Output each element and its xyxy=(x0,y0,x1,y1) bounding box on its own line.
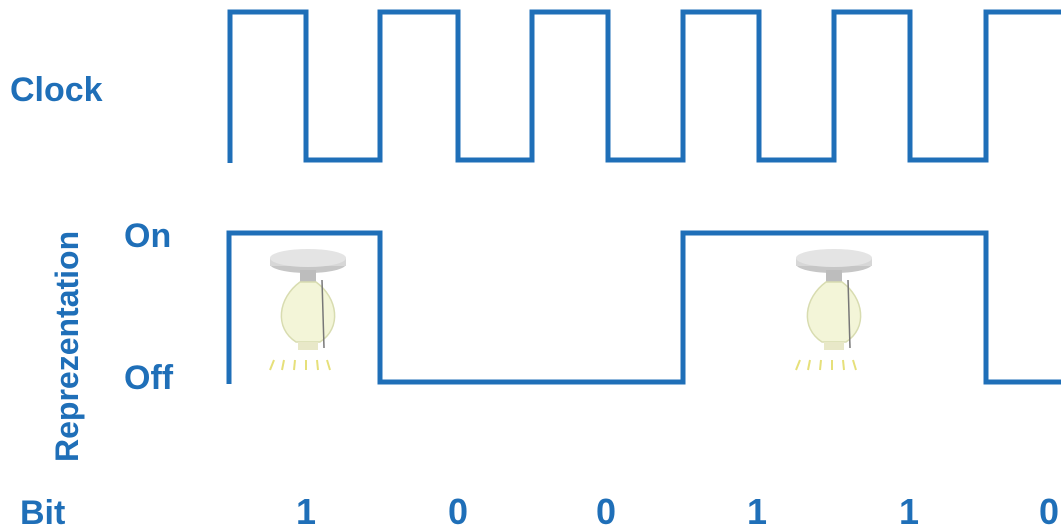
off-label: Off xyxy=(124,359,174,397)
bit-value: 0 xyxy=(448,491,468,531)
bit-value: 1 xyxy=(747,491,767,531)
clock-waveform xyxy=(227,9,1061,163)
on-label: On xyxy=(124,217,171,255)
bit-label: Bit xyxy=(20,494,65,531)
clock-label: Clock xyxy=(10,71,103,109)
light-bulb-icon xyxy=(269,249,346,371)
data-waveform xyxy=(226,230,1061,385)
representation-label: Reprezentation xyxy=(49,231,85,462)
bit-value: 0 xyxy=(1039,491,1059,531)
bit-value: 1 xyxy=(899,491,919,531)
light-bulb-icon xyxy=(795,249,872,371)
bit-value: 1 xyxy=(296,491,316,531)
bit-value: 0 xyxy=(596,491,616,531)
